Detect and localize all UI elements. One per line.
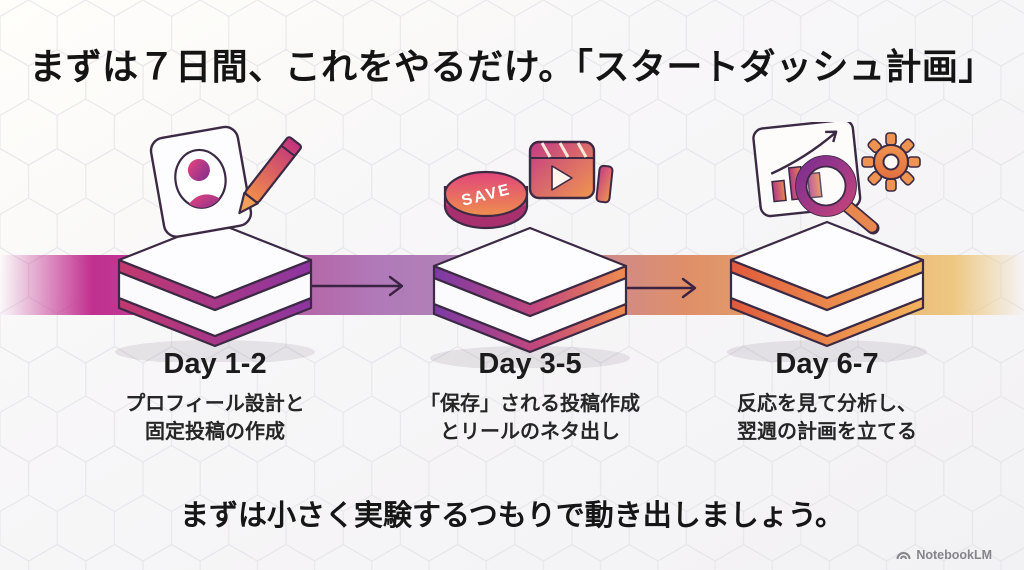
step-description-line: 反応を見て分析し、 <box>737 393 917 415</box>
page-title: まずは７日間、これをやるだけ。「スタートダッシュ計画」 <box>29 46 995 87</box>
step-day-1-2: Day 1-2 プロフィール設計と 固定投稿の作成 <box>60 348 370 446</box>
watermark: NotebookLM <box>896 548 992 562</box>
step-description-line: とリールのネタ出し <box>440 421 620 443</box>
step-heading: Day 1-2 <box>163 348 267 380</box>
arrow-right-icon <box>296 275 404 297</box>
step-heading: Day 3-5 <box>478 348 582 380</box>
step-heading: Day 6-7 <box>775 348 879 380</box>
notebooklm-logo-icon <box>896 552 911 560</box>
step-day-6-7: Day 6-7 反応を見て分析し、 翌週の計画を立てる <box>672 348 982 446</box>
step-day-3-5: Day 3-5 「保存」される投稿作成 とリールのネタ出し <box>375 348 685 446</box>
footer-message: まずは小さく実験するつもりで動き出しましょう。 <box>179 500 845 532</box>
step-description-line: 翌週の計画を立てる <box>737 421 917 443</box>
chart-magnifier-and-gear-icon <box>727 122 927 362</box>
watermark-label: NotebookLM <box>916 548 992 562</box>
save-button-and-reel-icon: SAVE <box>430 140 630 368</box>
step-description-line: 「保存」される投稿作成 <box>420 393 640 415</box>
step-description-line: プロフィール設計と <box>125 393 305 415</box>
profile-card-and-pencil-icon <box>115 125 315 362</box>
step-description-line: 固定投稿の作成 <box>145 421 285 443</box>
